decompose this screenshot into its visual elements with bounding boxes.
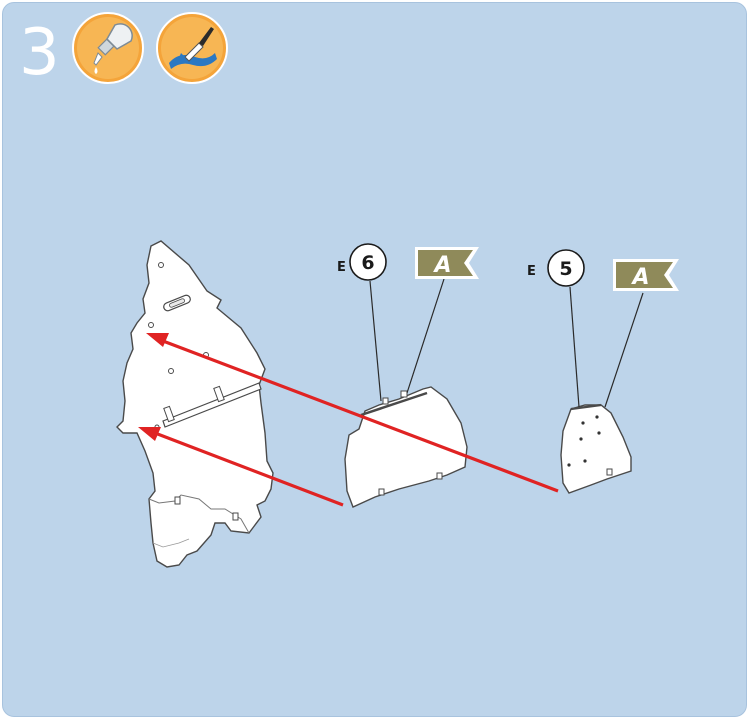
arrow-upper (146, 333, 559, 493)
glue-tube-icon (71, 11, 145, 85)
material-flag-a-1: A (415, 247, 479, 279)
part-e5-number: 5 (559, 258, 572, 280)
main-side-panel (116, 240, 274, 568)
part-e6-prefix: E (337, 260, 346, 275)
part-e6-number: 6 (361, 252, 374, 274)
assembly-diagram: E 6 A E 5 A (116, 240, 679, 568)
paint-brush-icon (155, 11, 229, 85)
flag-letter: A (630, 265, 649, 290)
flag-letter: A (432, 253, 451, 278)
part-e5-prefix: E (527, 264, 536, 279)
part-e5-piece (560, 404, 632, 494)
part-e5-badge (547, 249, 585, 287)
part-e6-piece (344, 386, 468, 508)
dowel-rod (162, 382, 262, 428)
arrow-lower (138, 427, 344, 507)
material-flag-a-2: A (613, 259, 679, 291)
step-number: 3 (19, 16, 60, 90)
part-e6-badge (349, 243, 387, 281)
